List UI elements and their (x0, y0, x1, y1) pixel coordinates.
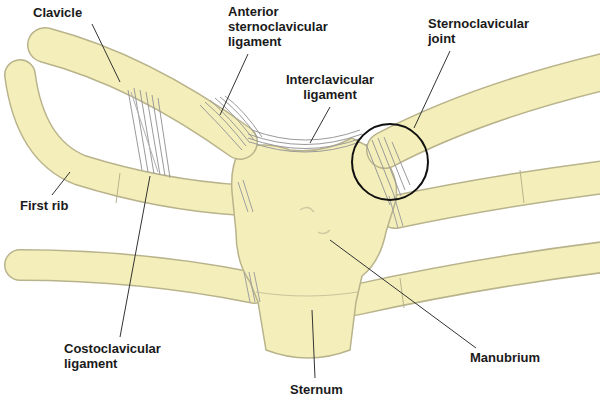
costoclavicular-ligament (128, 88, 170, 178)
part-label: Anterior sternoclavicular ligament (228, 4, 346, 49)
part-label: First rib (20, 198, 110, 213)
bone-texture (300, 207, 330, 233)
part-label: Interclavicular ligament (274, 72, 386, 102)
part-label: Manubrium (470, 350, 580, 365)
anterior-sternoclavicular-ligament (200, 96, 262, 150)
part-label: Sternoclavicular joint (428, 16, 548, 46)
part-label: Costoclavicular ligament (64, 341, 178, 371)
clavicles (45, 45, 600, 150)
manubrium-sternum (232, 138, 397, 358)
joint-highlight-circle (352, 124, 428, 200)
manubriosternal-seam (256, 292, 358, 296)
leader-lines (52, 24, 476, 378)
part-label: Sternum (290, 382, 390, 397)
interclavicular-ligament (248, 130, 362, 152)
part-label: Clavicle (33, 5, 143, 20)
